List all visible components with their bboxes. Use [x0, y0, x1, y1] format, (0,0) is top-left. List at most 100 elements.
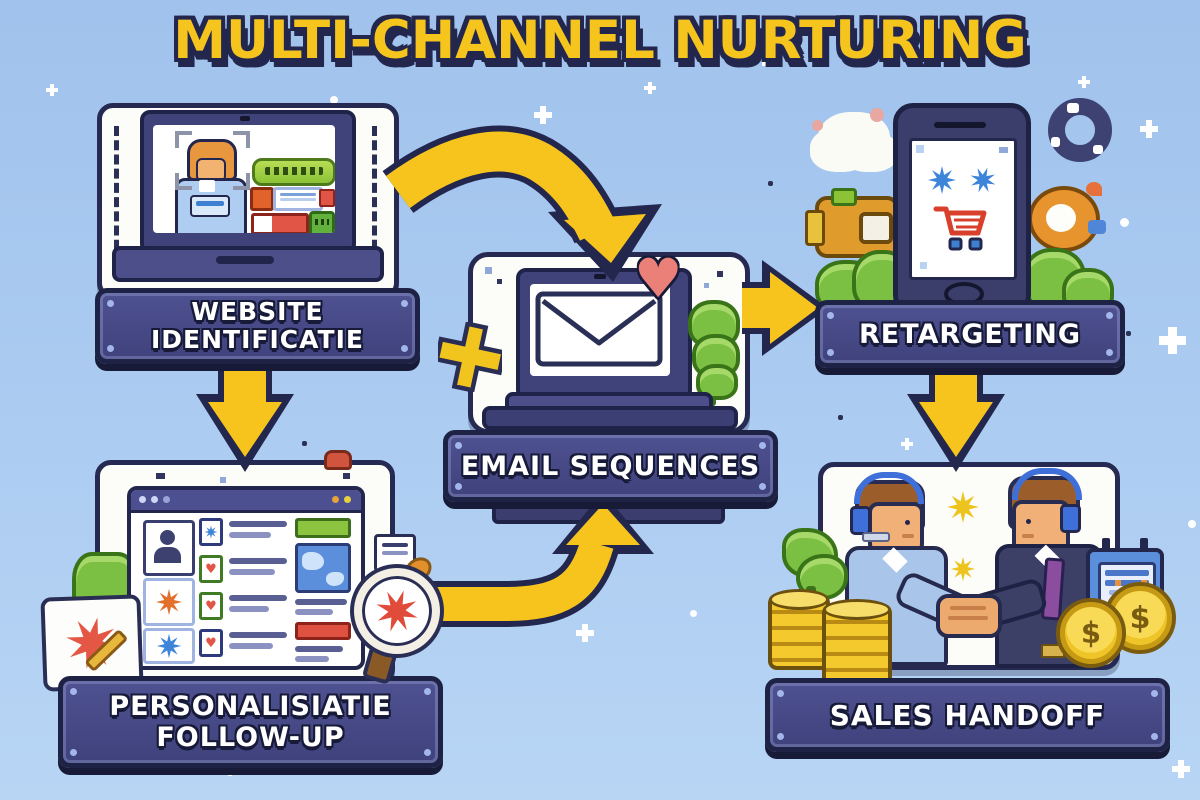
checkbox: ♥	[199, 592, 223, 620]
website-laptop-screen-bezel	[140, 110, 356, 254]
x-splat-icon	[66, 617, 118, 669]
speck	[838, 415, 843, 420]
face-bracket-bl	[175, 173, 192, 190]
form-row-accent	[319, 189, 335, 207]
sign-rivet	[70, 688, 77, 695]
website-screen	[153, 125, 335, 233]
headset-band-icon	[1012, 468, 1082, 500]
pixel-fleck	[156, 473, 165, 479]
magnifier-lens-icon	[354, 568, 440, 654]
personalisation-label-line1: PERSONALISIATIE	[109, 691, 392, 722]
arrow-retargeting-to-sales	[907, 356, 1005, 472]
visitor-shirt	[199, 180, 215, 192]
snow-dot	[1188, 520, 1196, 528]
sign-rivet	[455, 442, 462, 449]
webcam-dot	[594, 274, 606, 279]
sign-rivet	[759, 483, 766, 490]
sign-rivet	[107, 300, 114, 307]
sign-rivet	[107, 345, 114, 352]
retargeting-label: RETARGETING	[858, 318, 1082, 350]
arrow-website-to-personalisation	[196, 354, 294, 472]
window-dot	[332, 496, 339, 503]
donut-ring	[1048, 98, 1112, 162]
dollar-coin: $	[1056, 598, 1126, 668]
paint-splat-icon	[155, 588, 183, 616]
snow-dot	[330, 96, 338, 104]
paint-splat-icon	[970, 167, 996, 193]
checkbox: ♥	[199, 629, 223, 657]
speck	[302, 441, 307, 446]
browser-titlebar	[131, 490, 361, 513]
sparkle	[1178, 766, 1184, 772]
confirm-button	[309, 211, 335, 233]
snow-dot	[1120, 218, 1129, 227]
sparkle	[762, 54, 768, 60]
label-sign-personalisation: PERSONALISIATIE FOLLOW-UP	[58, 676, 443, 768]
heart-icon: ♥	[205, 598, 217, 614]
splat-tile-orange	[143, 578, 195, 626]
email-label: EMAIL SEQUENCES	[460, 450, 761, 482]
note-card	[40, 594, 144, 692]
dollar-icon: $	[1080, 616, 1102, 650]
dollar-icon: $	[1129, 600, 1151, 636]
avatar-tile	[143, 520, 195, 576]
pixel-fleck	[717, 271, 723, 277]
orange-critter	[1028, 182, 1106, 252]
webcam-dot	[240, 116, 250, 121]
sign-rivet	[424, 749, 431, 756]
sign-rivet	[455, 483, 462, 490]
tie-icon	[1040, 557, 1066, 621]
window-dot	[344, 496, 351, 503]
sign-rivet	[401, 345, 408, 352]
face-bracket-br	[233, 173, 250, 190]
sign-rivet	[1151, 690, 1158, 697]
pixel-fleck	[220, 477, 226, 483]
page-title: MULTI-CHANNEL NURTURING	[173, 10, 1027, 71]
paint-splat-icon	[156, 633, 182, 659]
window-dot	[151, 496, 158, 503]
sign-rivet	[759, 442, 766, 449]
personalisation-label-line2: FOLLOW-UP	[156, 722, 345, 753]
paint-splat-icon	[204, 525, 218, 539]
crm-browser-window: ♥ ♥ ♥	[127, 486, 365, 670]
headset-earcup-icon	[1060, 504, 1081, 533]
alert-bar	[251, 213, 309, 233]
globe-tile	[295, 543, 351, 593]
cloud-critter	[812, 108, 890, 168]
website-label-line2: IDENTIFICATIE	[151, 325, 364, 354]
email-screen	[530, 284, 670, 376]
card-dash-right	[372, 126, 377, 264]
sales-label: SALES HANDOFF	[829, 698, 1106, 732]
green-banner	[252, 158, 335, 186]
laptop-trackpad	[216, 256, 274, 264]
heart-icon: ♥	[205, 561, 217, 577]
retargeting-phone	[893, 103, 1031, 315]
sign-rivet	[424, 688, 431, 695]
checklist: ♥ ♥ ♥	[199, 518, 287, 657]
phone-speaker	[934, 122, 986, 128]
sparkle	[50, 88, 54, 92]
paint-splat-icon	[927, 165, 957, 195]
camera-critter	[805, 188, 899, 258]
sparkle	[648, 86, 652, 90]
window-dot	[139, 496, 146, 503]
visitor-badge	[190, 195, 230, 217]
coin-stack	[822, 599, 892, 688]
speck	[1126, 331, 1131, 336]
handshake-hands	[936, 594, 1002, 638]
gear-sparkle-icon	[947, 491, 979, 523]
form-row-field	[273, 187, 323, 211]
window-dot	[163, 496, 170, 503]
sign-rivet	[1151, 733, 1158, 740]
star-decoration	[438, 322, 502, 392]
headset-mic-icon	[862, 532, 890, 542]
panel-green-header	[295, 518, 351, 538]
panel-red-bar	[295, 622, 351, 640]
sign-rivet	[1106, 312, 1113, 319]
label-sign-retargeting: RETARGETING	[815, 300, 1125, 368]
label-sign-website: WEBSITE IDENTIFICATIE	[95, 288, 420, 364]
pixel-fleck	[497, 279, 502, 284]
sign-rivet	[1106, 349, 1113, 356]
sparkle	[1146, 126, 1152, 132]
shopping-cart-icon	[933, 206, 987, 251]
